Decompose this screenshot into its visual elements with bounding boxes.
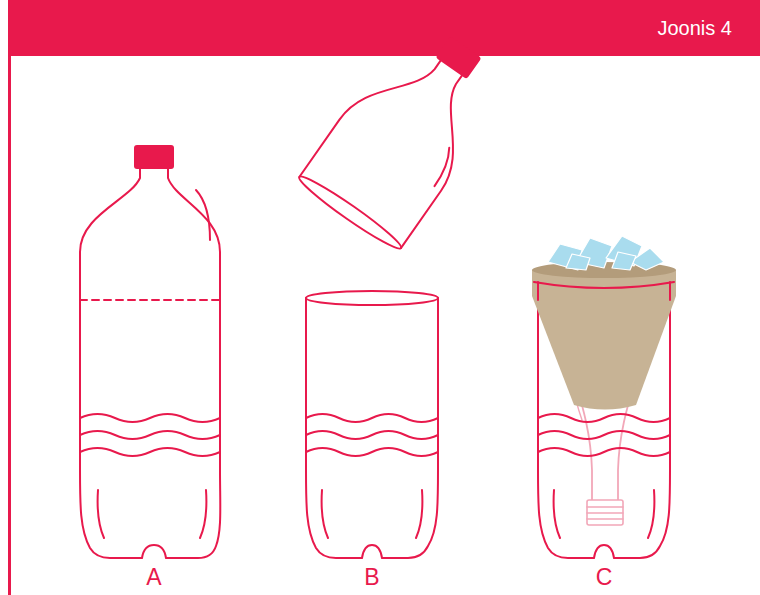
bottle-top-piece (426, 148, 457, 187)
header-bar (8, 0, 760, 595)
bottle-bottom-piece (306, 291, 438, 558)
assembled-still (538, 448, 670, 456)
assembled-still (538, 414, 670, 422)
whole-bottle (134, 145, 174, 169)
part-letter: C (596, 565, 613, 590)
assembled-still (532, 236, 676, 558)
ice-cubes (612, 252, 636, 270)
whole-bottle (80, 414, 220, 422)
part-letter: A (146, 565, 161, 590)
bottle-top-piece (295, 171, 405, 254)
assembled-still (538, 431, 670, 439)
bottle-neck-thread (587, 507, 623, 519)
whole-bottle (196, 190, 210, 240)
ice-cubes (566, 254, 590, 270)
figure-title: Joonis 4 (658, 17, 733, 39)
bottle-bottom-piece (306, 431, 438, 439)
assembled-still (648, 490, 654, 538)
bottle-top-piece (299, 33, 440, 205)
header-bar (8, 40, 11, 595)
bottle-bottom-piece (322, 490, 328, 538)
bottle-top-piece (295, 12, 516, 254)
bottle-neck-thread (587, 500, 623, 525)
bottle-top-piece (361, 76, 502, 248)
assembled-still (532, 270, 676, 410)
bottle-bottom-piece (306, 291, 438, 305)
bottle-bottom-piece (416, 490, 422, 538)
assembled-still (538, 282, 670, 300)
header-bar (8, 0, 760, 56)
whole-bottle (80, 299, 220, 301)
bottle-bottom-piece (306, 414, 438, 422)
assembled-still (554, 490, 560, 538)
bottle-illustration (80, 12, 676, 558)
whole-bottle (80, 448, 220, 456)
part-letter: B (364, 565, 379, 590)
assembled-still (534, 282, 674, 288)
ice-cubes (548, 236, 664, 270)
bottle-bottom-piece (306, 448, 438, 456)
whole-bottle (80, 169, 220, 558)
whole-bottle (200, 490, 206, 538)
bottle-top-piece (435, 36, 481, 79)
whole-bottle (98, 490, 104, 538)
bottle-neck-thread (587, 500, 623, 525)
whole-bottle (80, 145, 220, 558)
bottle-bottom-piece (306, 298, 438, 558)
whole-bottle (80, 431, 220, 439)
